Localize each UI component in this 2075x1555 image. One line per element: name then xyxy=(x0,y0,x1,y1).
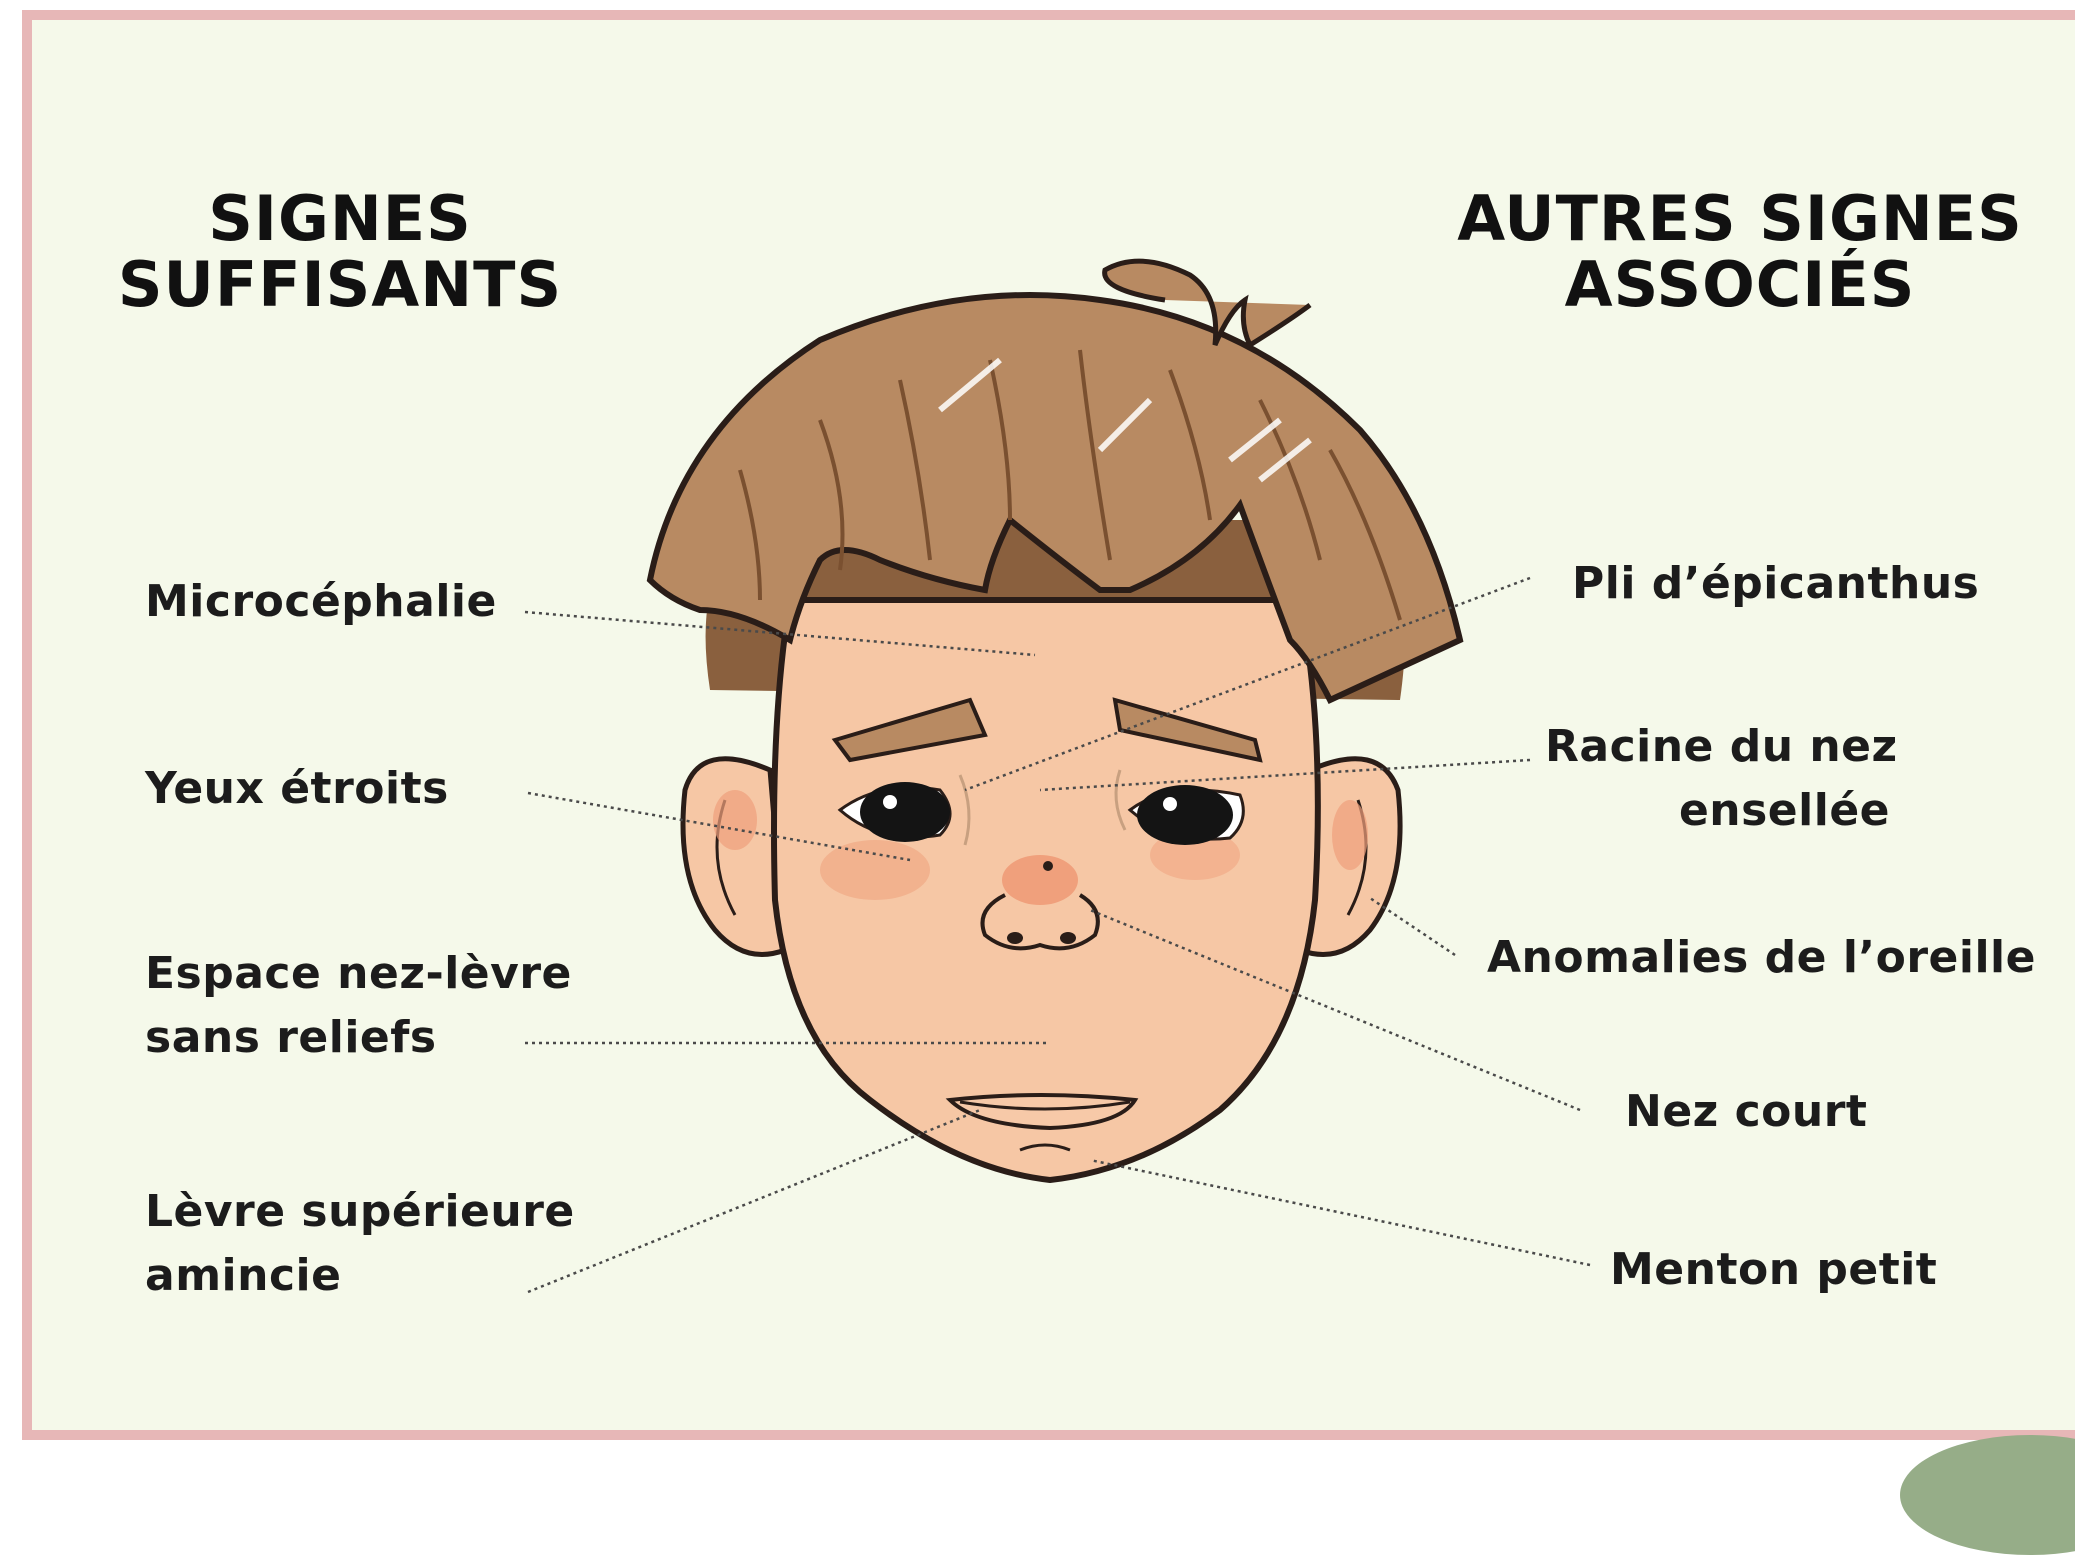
label-microcephalie: Microcéphalie xyxy=(145,570,497,634)
label-racine-du-nez: Racine du nez ensellée xyxy=(1545,715,1890,843)
line-oreille xyxy=(1370,898,1455,955)
label-anomalies-oreille: Anomalies de l’oreille xyxy=(1487,926,2036,990)
line-menton xyxy=(1090,1160,1590,1265)
left-ear xyxy=(683,759,785,955)
label-yeux-etroits: Yeux étroits xyxy=(145,757,449,821)
left-cheek xyxy=(820,840,930,900)
label-nez-court: Nez court xyxy=(1625,1080,1867,1144)
label-pli-epicanthus: Pli d’épicanthus xyxy=(1572,552,1979,616)
label-levre-superieure: Lèvre supérieure amincie xyxy=(145,1180,575,1308)
line-levre xyxy=(528,1110,980,1292)
label-menton-petit: Menton petit xyxy=(1610,1238,1937,1302)
label-espace-nez-levre: Espace nez-lèvre sans reliefs xyxy=(145,942,572,1070)
